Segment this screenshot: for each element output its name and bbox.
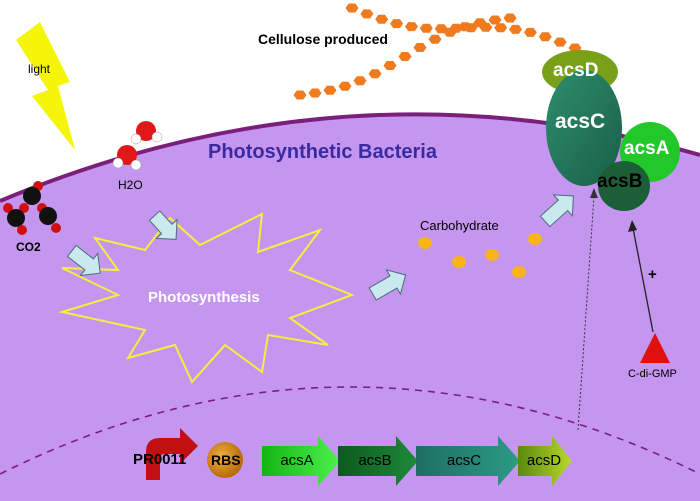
cellulose-unit [538,32,552,42]
acsC-protein [546,70,622,186]
cellulose-unit [375,14,389,24]
cellulose-unit [353,76,367,86]
h2o-label: H2O [118,178,143,192]
cellulose-unit [308,88,322,98]
arrow-photosynthesis-to-carbohydrate [368,269,407,301]
cellulose-unit [323,85,337,95]
cellulose-chain [293,3,582,100]
light-label: light [28,62,51,76]
water-molecule [130,121,163,145]
cellulose-unit [523,27,537,37]
cellulose-unit [443,27,457,37]
expression-dotted-arrow [577,195,595,431]
cellulose-unit [419,23,433,33]
arrow-co2-to-photosynthesis [66,244,101,277]
cellulose-unit [473,18,487,28]
co2-label: CO2 [16,240,41,254]
rbs-label: RBS [211,452,241,468]
expression-arrowhead [590,188,598,198]
cellulose-unit [413,43,427,52]
cellulose-unit [368,69,382,79]
photosynthesis-label: Photosynthesis [148,289,260,306]
water-molecule [112,145,142,171]
cellulose-unit [345,3,359,13]
cdigmp-label: C-di-GMP [628,368,677,380]
cellulose-unit [390,19,404,29]
cellulose-unit [503,13,517,23]
plus-sign: + [648,266,657,283]
rbs-icon [207,442,243,478]
cellulose-label: Cellulose produced [258,31,388,47]
cellulose-unit [383,61,397,70]
acsB-protein [598,161,650,211]
gene-acsC-arrow [416,436,520,486]
acsD-label: acsD [553,60,599,81]
lightning-icon [16,22,75,150]
cdigmp-triangle [640,333,670,363]
co2-molecule [19,181,43,213]
arrow-carbohydrate-to-complex [539,194,574,228]
gene-acsA-arrow [262,436,340,486]
cellulose-unit [398,52,412,61]
gene-acsD-label: acsD [526,452,562,469]
cellulose-unit [488,15,502,25]
cellulose-unit [338,81,352,91]
cell-cytoplasm [0,114,700,501]
co2-molecule [37,203,61,233]
cellulose-unit [458,22,472,32]
acsC-label: acsC [555,110,606,133]
gene-acsA-label: acsA [280,452,314,469]
cellulose-unit [293,90,307,100]
carbohydrate-dots [418,233,542,278]
promoter-arrow-icon [146,428,198,480]
cdigmp-activation-arrow [632,227,654,333]
acsA-label: acsA [624,138,670,159]
nucleoid-boundary [0,386,700,475]
acsB-label: acsB [597,171,643,192]
cellulose-unit [360,9,374,19]
gene-acsB-arrow [338,436,418,486]
cellulose-unit [494,23,508,33]
gene-acsD-arrow [518,436,572,486]
co2-molecule [3,203,27,235]
gene-acsB-label: acsB [358,452,392,469]
carbohydrate-label: Carbohydrate [420,218,499,233]
bacteria-title: Photosynthetic Bacteria [208,141,437,163]
cdigmp-arrowhead [628,220,637,232]
cellulose-unit [428,34,442,44]
photosynthesis-burst [58,212,355,384]
arrow-h2o-to-photosynthesis [148,210,178,240]
gene-acsC-label: acsC [446,452,482,469]
promoter-label: PR0011 [133,451,187,468]
cellulose-unit [405,22,418,32]
cellulose-unit [553,37,567,47]
cellulose-unit [509,24,522,34]
